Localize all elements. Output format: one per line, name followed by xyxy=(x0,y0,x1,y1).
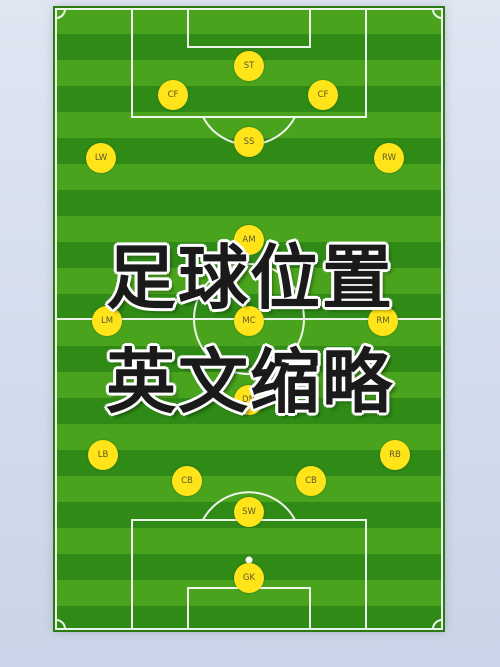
title-line-2: 英文缩略 xyxy=(106,341,394,423)
player-ss: SS xyxy=(234,127,264,157)
player-gk: GK xyxy=(234,563,264,593)
player-lw: LW xyxy=(86,143,116,173)
player-st: ST xyxy=(234,51,264,81)
player-rw: RW xyxy=(374,143,404,173)
player-am: AM xyxy=(234,225,264,255)
player-cb-right: CB xyxy=(296,466,326,496)
player-cf-left: CF xyxy=(158,80,188,110)
player-mc: MC xyxy=(234,306,264,336)
player-lb: LB xyxy=(88,440,118,470)
player-lm: LM xyxy=(92,306,122,336)
player-sw: SW xyxy=(234,497,264,527)
player-rb: RB xyxy=(380,440,410,470)
title-line-1: 足球位置 xyxy=(106,237,394,319)
football-pitch: ST CF CF SS LW RW AM LM MC RM DM LB RB C… xyxy=(55,8,443,630)
player-rm: RM xyxy=(368,306,398,336)
player-cb-left: CB xyxy=(172,466,202,496)
player-cf-right: CF xyxy=(308,80,338,110)
player-dm: DM xyxy=(234,385,264,415)
